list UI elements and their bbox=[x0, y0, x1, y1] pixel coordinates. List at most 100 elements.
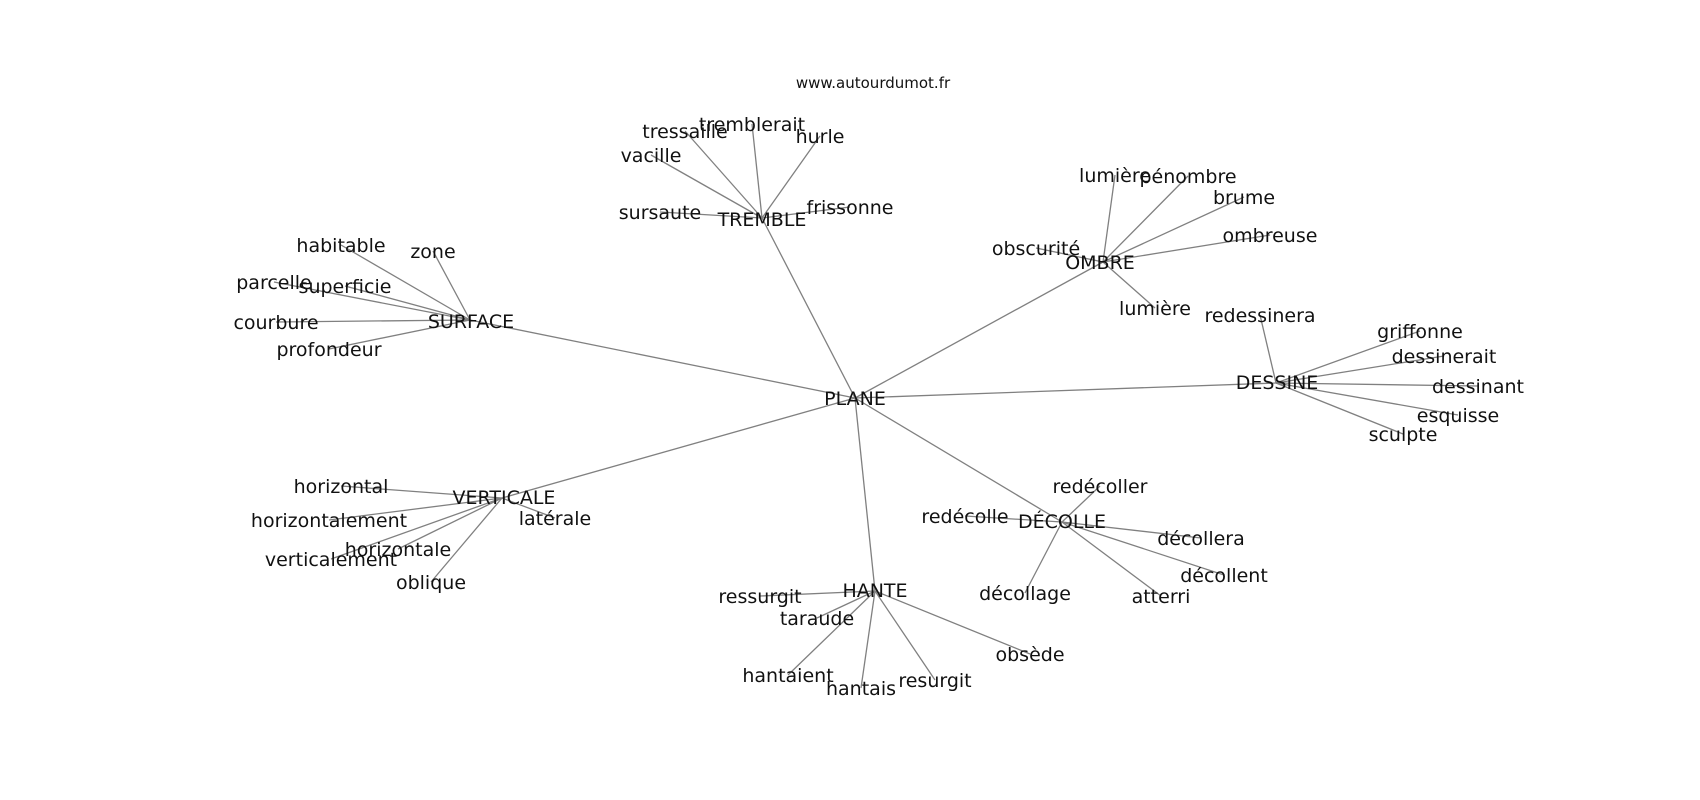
center-node-plane: PLANE bbox=[824, 388, 886, 410]
word-node-griffonne: griffonne bbox=[1377, 321, 1463, 343]
word-node-brume: brume bbox=[1213, 187, 1275, 209]
edge-ombre-lumiere bbox=[1102, 261, 1156, 309]
word-node-dessinerait: dessinerait bbox=[1392, 346, 1497, 368]
edge-plane-dessine bbox=[854, 382, 1277, 399]
edge-hante-ressurgit bbox=[759, 590, 876, 597]
word-node-parcelle: parcelle bbox=[236, 272, 311, 294]
edge-dessine-esquisse bbox=[1275, 382, 1459, 416]
word-node-frissonne: frissonne bbox=[807, 197, 894, 219]
word-node-horizontalement: horizontalement bbox=[251, 510, 407, 532]
edge-hante-hantaient bbox=[787, 590, 876, 676]
word-node-dessinant: dessinant bbox=[1432, 376, 1524, 398]
edge-decolle-decollent bbox=[1061, 521, 1225, 576]
edge-verticale-horizontalement bbox=[328, 497, 503, 521]
edge-decolle-decollage bbox=[1024, 521, 1063, 594]
edge-dessine-dessinerait bbox=[1275, 355, 1445, 384]
edge-surface-courbure bbox=[275, 319, 471, 323]
edge-ombre-lumiere bbox=[1102, 174, 1116, 263]
edge-plane-ombre bbox=[854, 261, 1104, 399]
edge-ombre-ombreuse bbox=[1102, 234, 1271, 263]
hub-node-verticale: VERTICALE bbox=[453, 487, 556, 509]
edge-ombre-obscurite bbox=[1035, 247, 1104, 263]
hub-node-decolle: DÉCOLLE bbox=[1018, 510, 1106, 533]
edge-tremble-vacille bbox=[650, 154, 763, 219]
edge-tremble-hurle bbox=[761, 135, 821, 219]
edge-decolle-decollera bbox=[1061, 521, 1202, 539]
word-node-decollera: décollera bbox=[1157, 528, 1245, 550]
edge-dessine-griffonne bbox=[1275, 330, 1421, 384]
word-node-horizontal: horizontal bbox=[294, 476, 389, 498]
word-node-penombre: pénombre bbox=[1139, 166, 1236, 188]
edge-plane-verticale bbox=[501, 397, 856, 499]
edge-verticale-horizontal bbox=[340, 485, 503, 499]
edge-surface-profondeur bbox=[328, 319, 471, 350]
edge-tremble-sursaute bbox=[659, 211, 763, 219]
edge-ombre-penombre bbox=[1102, 175, 1189, 263]
word-node-taraude: taraude bbox=[780, 608, 854, 630]
word-node-vacille: vacille bbox=[621, 145, 682, 167]
edge-verticale-laterale bbox=[501, 497, 556, 519]
edge-hante-hantais bbox=[860, 590, 876, 689]
edge-plane-hante bbox=[854, 397, 876, 592]
hub-node-surface: SURFACE bbox=[428, 311, 514, 333]
word-node-hurle: hurle bbox=[796, 126, 845, 148]
graph-edges bbox=[273, 123, 1479, 689]
hub-node-ombre: OMBRE bbox=[1065, 252, 1135, 274]
edge-surface-superficie bbox=[344, 285, 471, 321]
edge-hante-obsede bbox=[874, 590, 1031, 655]
hub-node-tremble: TREMBLE bbox=[717, 209, 807, 231]
graph-labels: www.autourdumot.fr vacilletressailletrem… bbox=[233, 74, 1524, 700]
word-node-esquisse: esquisse bbox=[1417, 405, 1499, 427]
edge-verticale-oblique bbox=[430, 497, 503, 583]
word-node-profondeur: profondeur bbox=[276, 339, 381, 361]
edge-dessine-redessinera bbox=[1259, 314, 1277, 384]
word-node-verticalement: verticalement bbox=[265, 549, 397, 571]
word-node-horizontale: horizontale bbox=[345, 539, 451, 561]
word-node-hantais: hantais bbox=[826, 678, 896, 700]
edge-decolle-atterri bbox=[1061, 521, 1162, 597]
edge-surface-parcelle bbox=[273, 281, 471, 321]
edge-decolle-redecoller bbox=[1061, 485, 1101, 523]
edge-dessine-dessinant bbox=[1275, 382, 1479, 387]
word-node-obsede: obsède bbox=[995, 644, 1064, 666]
word-node-zone: zone bbox=[410, 241, 455, 263]
word-node-redessinera: redessinera bbox=[1204, 305, 1315, 327]
hub-node-dessine: DESSINE bbox=[1236, 372, 1319, 394]
edge-verticale-verticalement bbox=[330, 497, 503, 560]
edge-plane-surface bbox=[469, 319, 856, 399]
word-node-laterale: latérale bbox=[519, 508, 591, 530]
edge-hante-resurgit bbox=[874, 590, 936, 681]
hub-node-hante: HANTE bbox=[842, 580, 907, 602]
word-node-tressaille: tressaille bbox=[642, 121, 728, 143]
word-node-superficie: superficie bbox=[299, 276, 392, 298]
edge-decolle-redecolle bbox=[964, 515, 1063, 523]
site-url: www.autourdumot.fr bbox=[796, 74, 951, 92]
word-node-ressurgit: ressurgit bbox=[718, 586, 801, 608]
word-node-tremblerait: tremblerait bbox=[699, 114, 805, 136]
word-node-sculpte: sculpte bbox=[1369, 424, 1438, 446]
edge-surface-zone bbox=[432, 250, 471, 321]
word-node-habitable: habitable bbox=[296, 235, 385, 257]
edge-dessine-sculpte bbox=[1275, 382, 1404, 435]
word-node-redecolle: redécolle bbox=[921, 506, 1008, 528]
word-node-hantaient: hantaient bbox=[742, 665, 833, 687]
word-node-ombreuse: ombreuse bbox=[1223, 225, 1318, 247]
edge-tremble-tressaille bbox=[684, 130, 763, 219]
word-node-lumiere: lumière bbox=[1119, 298, 1191, 320]
edge-ombre-brume bbox=[1102, 196, 1245, 263]
word-node-resurgit: resurgit bbox=[898, 670, 971, 692]
word-node-decollage: décollage bbox=[979, 583, 1071, 605]
edge-plane-tremble bbox=[761, 217, 856, 399]
word-node-oblique: oblique bbox=[396, 572, 466, 594]
edge-tremble-tremblerait bbox=[751, 123, 763, 219]
edge-surface-habitable bbox=[340, 244, 471, 321]
edge-tremble-frissonne bbox=[761, 206, 851, 219]
word-node-lumiere: lumière bbox=[1079, 165, 1151, 187]
word-node-courbure: courbure bbox=[233, 312, 318, 334]
word-node-redecoller: redécoller bbox=[1053, 476, 1148, 498]
word-node-decollent: décollent bbox=[1180, 565, 1268, 587]
word-node-sursaute: sursaute bbox=[619, 202, 701, 224]
edge-plane-decolle bbox=[854, 397, 1063, 523]
edge-hante-taraude bbox=[816, 590, 876, 619]
